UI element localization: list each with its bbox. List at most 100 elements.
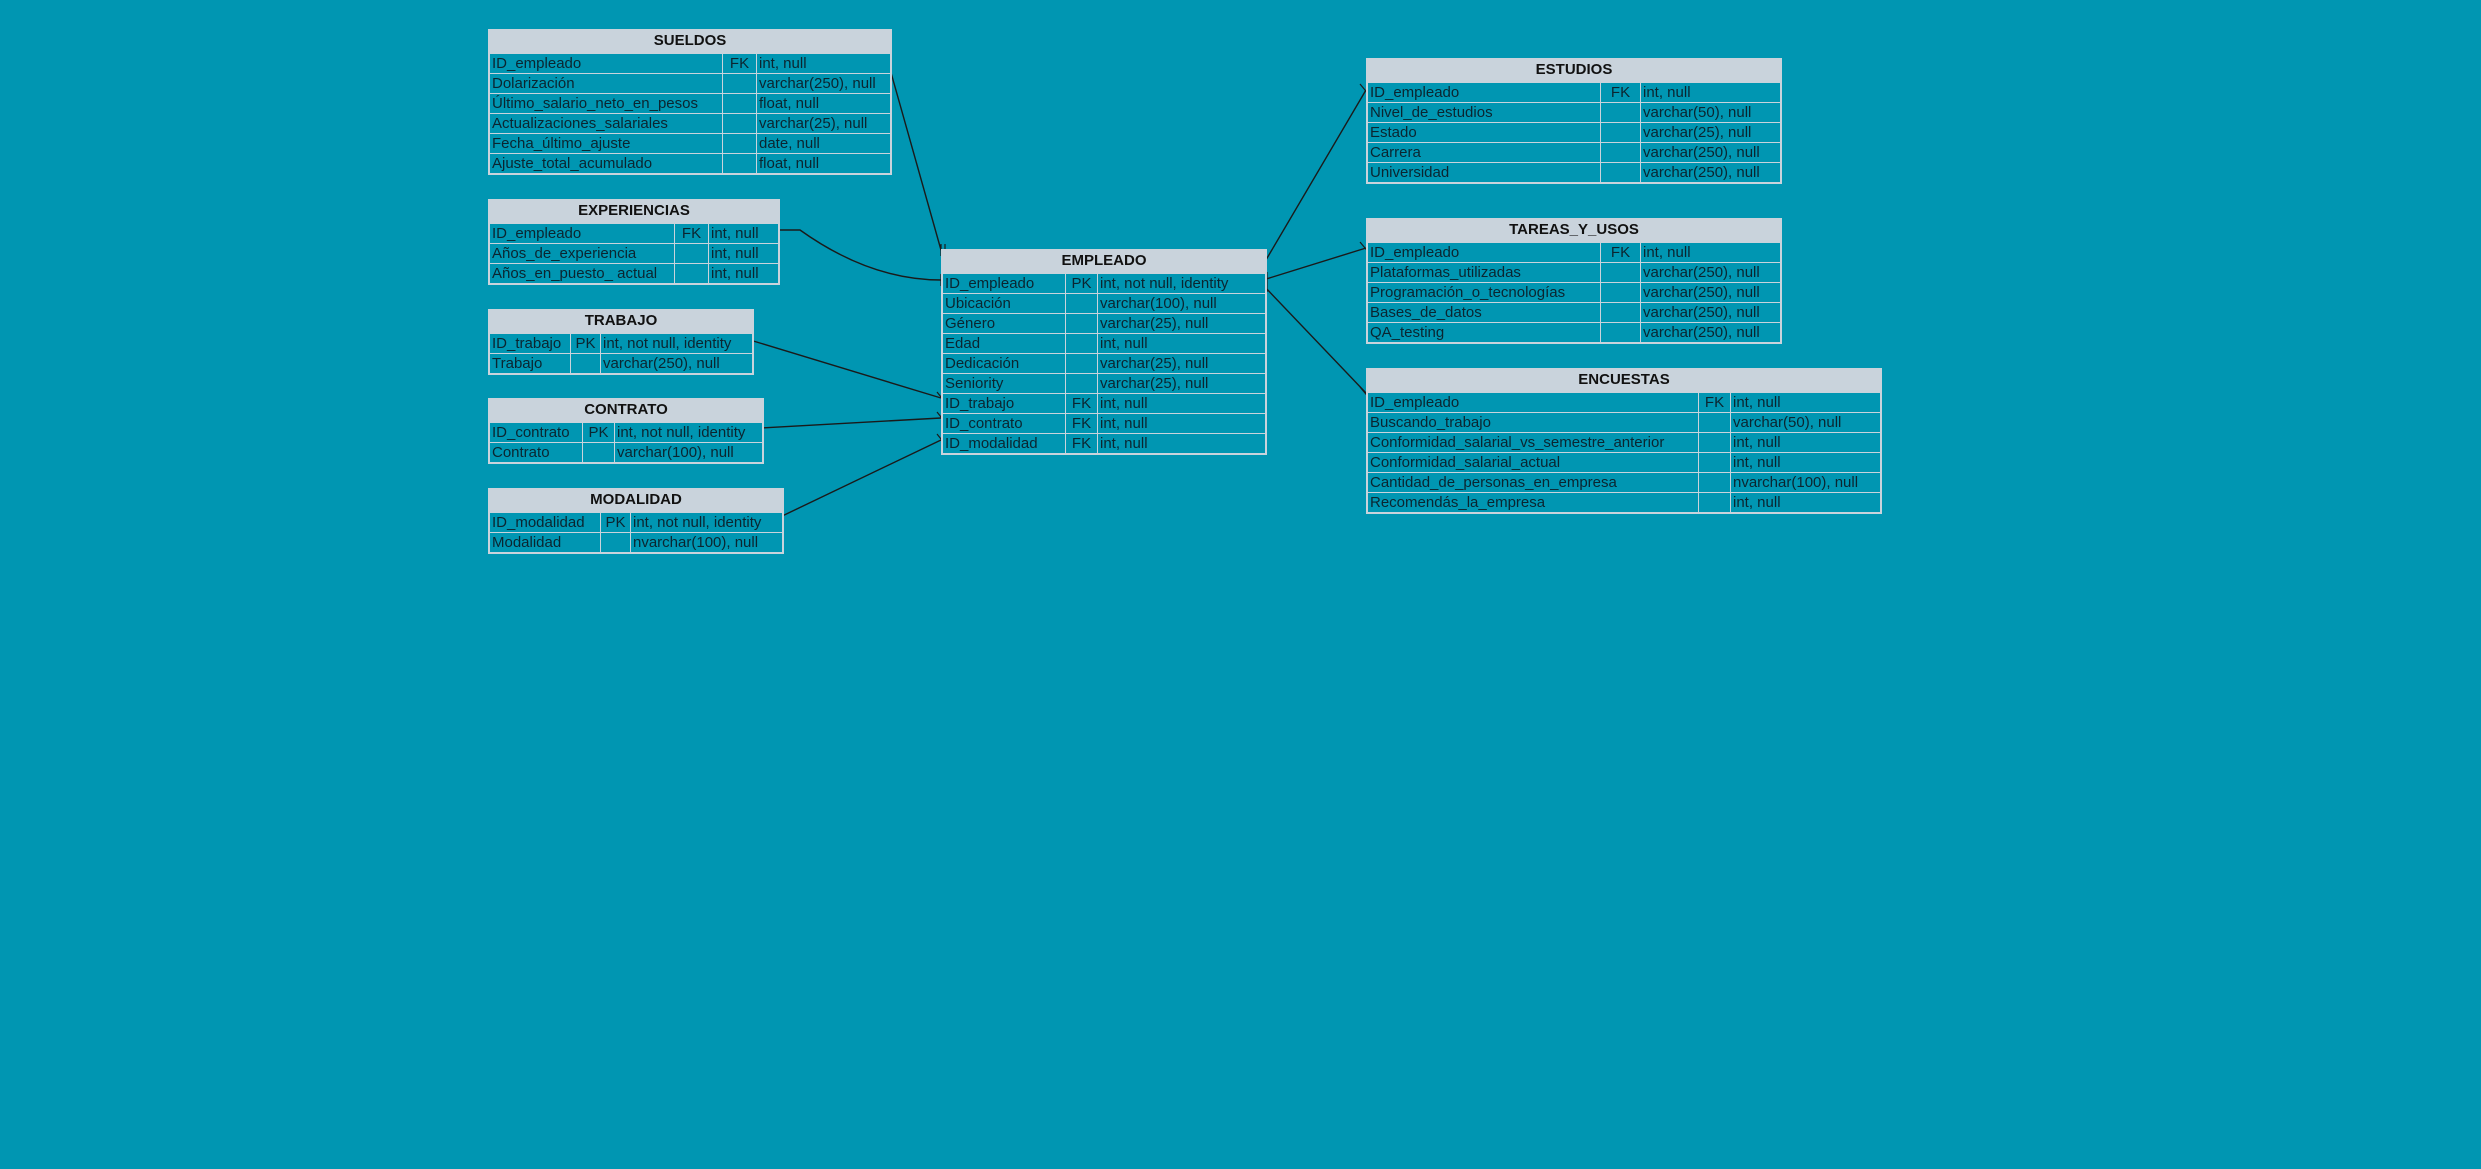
column-name: ID_modalidad [492,514,585,531]
column-type: int, null [1097,414,1265,433]
column-key [1600,103,1640,122]
column-type: varchar(50), null [1640,103,1780,122]
entity-title: CONTRATO [490,400,762,422]
column-type: int, null [1730,493,1880,512]
column-name: Nivel_de_estudios [1370,104,1493,121]
column-key [722,94,756,113]
column-key [1065,334,1097,353]
column-type: varchar(25), null [1097,374,1265,393]
column-name: Estado [1370,124,1417,141]
column-key [1698,453,1730,472]
entity-title: EMPLEADO [943,251,1265,273]
column-key: FK [1065,394,1097,413]
column-name: ID_empleado [492,225,582,242]
column-key [1600,163,1640,182]
column-key [600,533,630,552]
column-name: Edad [945,335,981,352]
column-name: ID_trabajo [492,335,562,352]
column-key [1600,303,1640,322]
column-key [722,154,756,173]
column-key [674,264,708,283]
column-type: int, null [1097,334,1265,353]
column-type: int, null [1730,453,1880,472]
column-type: float, null [756,94,890,113]
relationship-line [1262,284,1367,394]
column-key [1698,433,1730,452]
column-key [1600,323,1640,342]
column-type: nvarchar(100), null [630,533,782,552]
entity-row[interactable]: Nivel_de_estudios varchar(50), null [1368,102,1780,122]
relationship-line [759,417,942,429]
column-name: Dedicación [945,355,1020,372]
column-key [674,244,708,263]
column-key: FK [1065,434,1097,453]
column-name: ID_empleado [492,55,582,72]
column-name: Programación_o_tecnologías [1370,284,1566,301]
relationship-line [749,339,942,399]
column-name: ID_contrato [492,424,570,441]
relationship-line [1262,89,1367,266]
entity-row[interactable]: Edad int, null [943,333,1265,353]
column-name: Plataformas_utilizadas [1370,264,1521,281]
column-name: Buscando_trabajo [1370,414,1491,431]
column-key: PK [582,423,614,442]
entity-title: MODALIDAD [490,490,782,512]
column-key [722,114,756,133]
entity-row[interactable]: Conformidad_salarial_vs_semestre_anterio… [1368,432,1880,452]
column-name: Años_en_puesto_ actual [492,265,658,282]
column-key [1600,143,1640,162]
column-key [1065,354,1097,373]
entity-row[interactable]: Plataformas_utilizadas varchar(250), null [1368,262,1780,282]
relationship-line [778,229,942,281]
column-type: varchar(250), null [1640,263,1780,282]
entity-title: SUELDOS [490,31,890,53]
